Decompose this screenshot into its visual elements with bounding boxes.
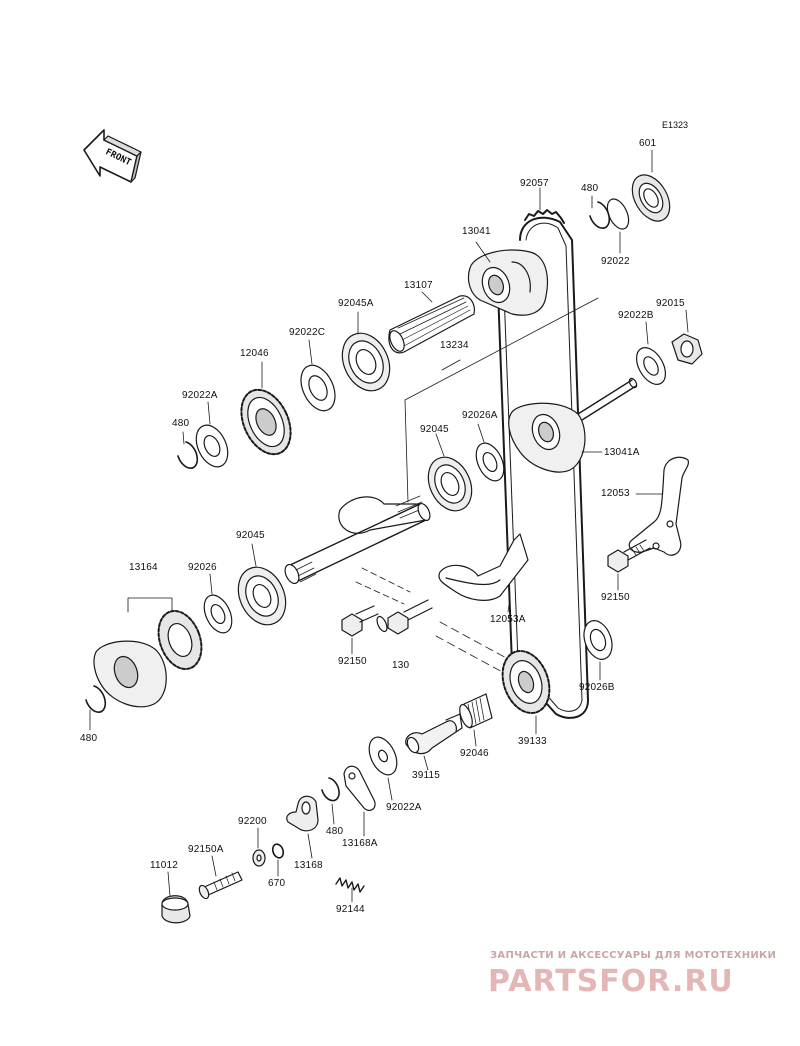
label-39115: 39115 — [412, 770, 441, 781]
washer-92026B — [583, 620, 613, 660]
bolt-92150-mid — [341, 605, 379, 637]
label-92057: 92057 — [520, 178, 549, 189]
label-39133: 39133 — [518, 736, 547, 747]
label-92150-right: 92150 — [601, 592, 630, 603]
label-11012: 11012 — [150, 860, 179, 871]
washer-92022B — [635, 347, 667, 385]
label-13168: 13168 — [294, 860, 323, 871]
bearing-92045-mid — [427, 456, 473, 512]
bolt-92150-right — [607, 539, 651, 573]
label-13041: 13041 — [462, 226, 491, 237]
nut-92015 — [671, 333, 703, 365]
label-92046: 92046 — [460, 748, 489, 759]
sprocket-39133 — [501, 650, 551, 714]
washer-92022A-low — [368, 736, 398, 776]
label-13168A: 13168A — [342, 838, 378, 849]
front-arrow-icon — [83, 129, 142, 183]
shaft-13234 — [284, 495, 431, 585]
label-92022A-top: 92022A — [182, 390, 218, 401]
bearing-92045A — [341, 332, 391, 392]
label-13107: 13107 — [404, 280, 433, 291]
label-92015: 92015 — [656, 298, 685, 309]
washer-92022C — [300, 364, 336, 412]
guide-12053 — [628, 456, 689, 556]
circlip-480-left — [85, 685, 107, 713]
label-92022C: 92022C — [289, 327, 326, 338]
bolt-130 — [376, 599, 433, 635]
circlip-480-low — [321, 777, 340, 802]
label-601: 601 — [639, 138, 657, 149]
sprocket-13041 — [467, 249, 549, 316]
sprocket-13041A — [508, 377, 638, 473]
lever-13168 — [286, 795, 319, 832]
watermark-brand: PARTSFOR.RU — [488, 964, 734, 999]
label-12053: 12053 — [601, 488, 630, 499]
sprocket-12046 — [240, 388, 292, 456]
label-13041A: 13041A — [604, 447, 640, 458]
label-92144: 92144 — [336, 904, 365, 915]
label-480-mid: 480 — [172, 418, 190, 429]
washer-92022A-top — [195, 424, 229, 468]
label-12053A: 12053A — [490, 614, 526, 625]
bearing-601 — [631, 174, 671, 222]
bearing-92045-low — [237, 566, 287, 626]
cap-11012 — [161, 895, 191, 924]
chain-92057 — [497, 209, 589, 719]
label-480-top: 480 — [581, 183, 599, 194]
sleeve-13107 — [388, 295, 475, 354]
washer-92026A — [475, 442, 505, 482]
circlip-480-top — [589, 201, 611, 229]
label-480-low: 480 — [326, 826, 344, 837]
sprocket-13164 — [93, 609, 203, 708]
label-92026A: 92026A — [462, 410, 498, 421]
label-670: 670 — [268, 878, 286, 889]
diagram-code: E1323 — [662, 120, 689, 130]
label-92200: 92200 — [238, 816, 267, 827]
label-130: 130 — [392, 660, 410, 671]
watermark-tagline: ЗАПЧАСТИ И АКСЕССУАРЫ ДЛЯ МОТОТЕХНИКИ — [490, 950, 777, 961]
label-13164: 13164 — [129, 562, 158, 573]
bearing-92046 — [459, 693, 493, 729]
shaft-39115 — [405, 713, 463, 755]
label-92026B: 92026B — [579, 682, 615, 693]
ring-670 — [271, 843, 285, 859]
bolt-92150A — [198, 871, 243, 900]
washer-92200 — [252, 849, 266, 867]
spring-92144 — [335, 877, 365, 893]
lever-13168A — [343, 765, 376, 812]
guide-12053A — [438, 533, 529, 601]
label-480-left: 480 — [80, 733, 98, 744]
label-92045-low: 92045 — [236, 530, 265, 541]
label-92022: 92022 — [601, 256, 630, 267]
circlip-480-mid — [177, 441, 199, 469]
label-92045A: 92045A — [338, 298, 374, 309]
label-12046: 12046 — [240, 348, 269, 359]
label-92150-mid: 92150 — [338, 656, 367, 667]
label-92026: 92026 — [188, 562, 217, 573]
label-92022B: 92022B — [618, 310, 654, 321]
label-92045-mid: 92045 — [420, 424, 449, 435]
label-13234: 13234 — [440, 340, 469, 351]
label-92022A-low: 92022A — [386, 802, 422, 813]
washer-92026 — [203, 594, 233, 634]
label-92150A: 92150A — [188, 844, 224, 855]
